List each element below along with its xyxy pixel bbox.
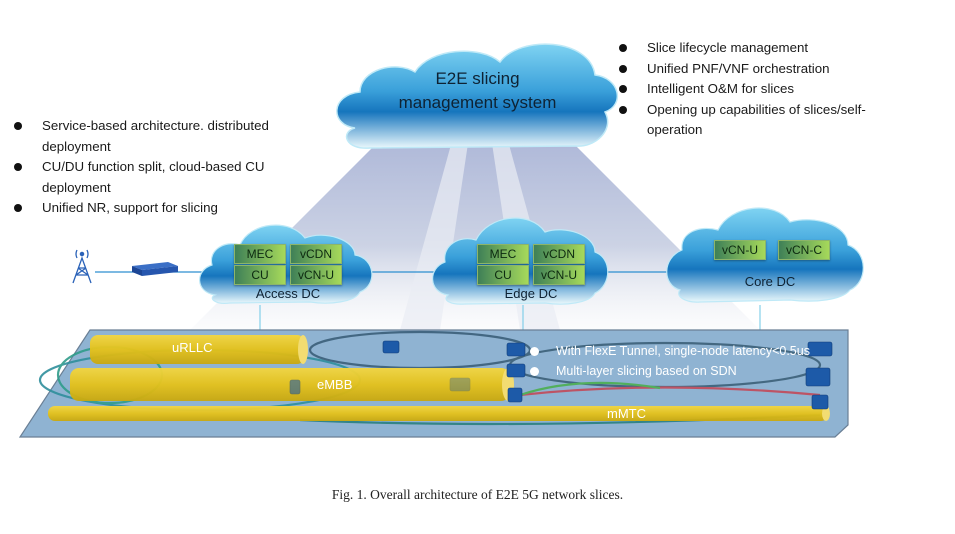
management-title-line1: E2E slicing: [435, 69, 520, 88]
management-feature-item: Unified PNF/VNF orchestration: [617, 59, 907, 80]
figure-caption: Fig. 1. Overall architecture of E2E 5G n…: [331, 487, 624, 502]
edge-dc-function-chip: CU: [477, 265, 529, 285]
transport-note: With FlexE Tunnel, single-node latency<0…: [530, 344, 810, 358]
slice-pipe-mmtc: [48, 406, 830, 421]
management-feature-item: Opening up capabilities of slices/self-o…: [617, 100, 907, 141]
edge-dc-function-chip: vCDN: [533, 244, 585, 264]
ran-feature-item: Service-based architecture. distributed …: [12, 116, 307, 157]
edge-dc-label: Edge DC: [504, 286, 558, 301]
management-cloud-label: E2E slicing management system: [370, 67, 585, 115]
edge-dc-function-chip: MEC: [477, 244, 529, 264]
management-cloud: [336, 43, 619, 149]
access-dc-label: Access DC: [255, 286, 321, 301]
access-dc-function-chip: CU: [234, 265, 286, 285]
core-dc-function-chip: vCN-U: [714, 240, 766, 260]
management-title-line2: management system: [398, 93, 557, 112]
management-feature-item: Intelligent O&M for slices: [617, 79, 907, 100]
core-dc-label: Core DC: [744, 274, 796, 289]
access-dc-function-chip: MEC: [234, 244, 286, 264]
management-features-list: Slice lifecycle management Unified PNF/V…: [617, 38, 907, 141]
router-icons: [289, 340, 833, 410]
access-dc-function-chip: vCDN: [290, 244, 342, 264]
ran-feature-item: CU/DU function split, cloud-based CU dep…: [12, 157, 307, 198]
core-dc-function-chip: vCN-C: [778, 240, 830, 260]
transport-note: Multi-layer slicing based on SDN: [530, 364, 737, 378]
slice-pipe-urllc: [90, 335, 308, 364]
slice-label-mmtc: mMTC: [607, 406, 646, 421]
radio-tower-icon: [72, 249, 92, 284]
slice-label-urllc: uRLLC: [172, 340, 213, 355]
ran-feature-item: Unified NR, support for slicing: [12, 198, 307, 219]
management-feature-item: Slice lifecycle management: [617, 38, 907, 59]
du-label: DU: [160, 283, 179, 298]
slice-label-embb: eMBB: [317, 377, 353, 392]
edge-dc-function-chip: vCN-U: [533, 265, 585, 285]
ran-features-list: Service-based architecture. distributed …: [12, 116, 307, 219]
access-dc-function-chip: vCN-U: [290, 265, 342, 285]
du-box-icon: [132, 262, 178, 276]
